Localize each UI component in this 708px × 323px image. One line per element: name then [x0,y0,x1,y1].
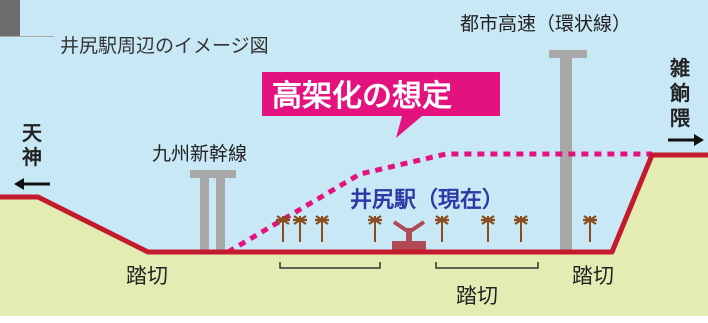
tree-icon [583,215,597,242]
tree-icon [435,215,449,242]
direction-right-char-3: 隈 [670,106,691,130]
bottom-margin [0,316,708,323]
elevation-callout: 高架化の想定 [262,72,500,138]
crossing-label-3: 踏切 [572,264,614,288]
callout-text: 高架化の想定 [272,79,452,114]
arrow-right-icon [668,134,704,146]
crossing-bracket-left [279,262,381,269]
direction-right-char-1: 雑 [669,56,690,80]
tree-icon [481,215,495,242]
photo-frame-line [0,36,54,37]
tree-icon [315,215,329,242]
shinkansen-label: 九州新幹線 [152,143,247,165]
diagram-title: 井尻駅周辺のイメージ図 [60,35,269,57]
photo-fragment [0,0,20,36]
arrow-left-icon [14,178,50,190]
tree-icon [276,215,290,242]
tree-icon [368,215,382,242]
station-label: 井尻駅（現在） [350,187,504,213]
tree-icon [514,215,528,242]
tree-row [276,215,597,242]
crossing-label-1: 踏切 [126,264,168,288]
tree-icon [293,215,307,242]
ground-area [0,155,708,323]
expressway-label: 都市高速（環状線） [460,13,631,35]
crossing-bracket-right [435,262,539,269]
direction-right-char-2: 餉 [670,81,690,105]
direction-left-char-2: 神 [22,145,42,169]
current-station-building [392,220,426,252]
current-track-line [0,152,708,255]
elevated-plan-line [226,151,652,255]
shinkansen-pillar-icon [190,170,236,252]
expressway-pillar-icon [549,50,587,252]
crossing-label-2: 踏切 [456,284,498,308]
direction-left-char-1: 天 [22,121,43,145]
